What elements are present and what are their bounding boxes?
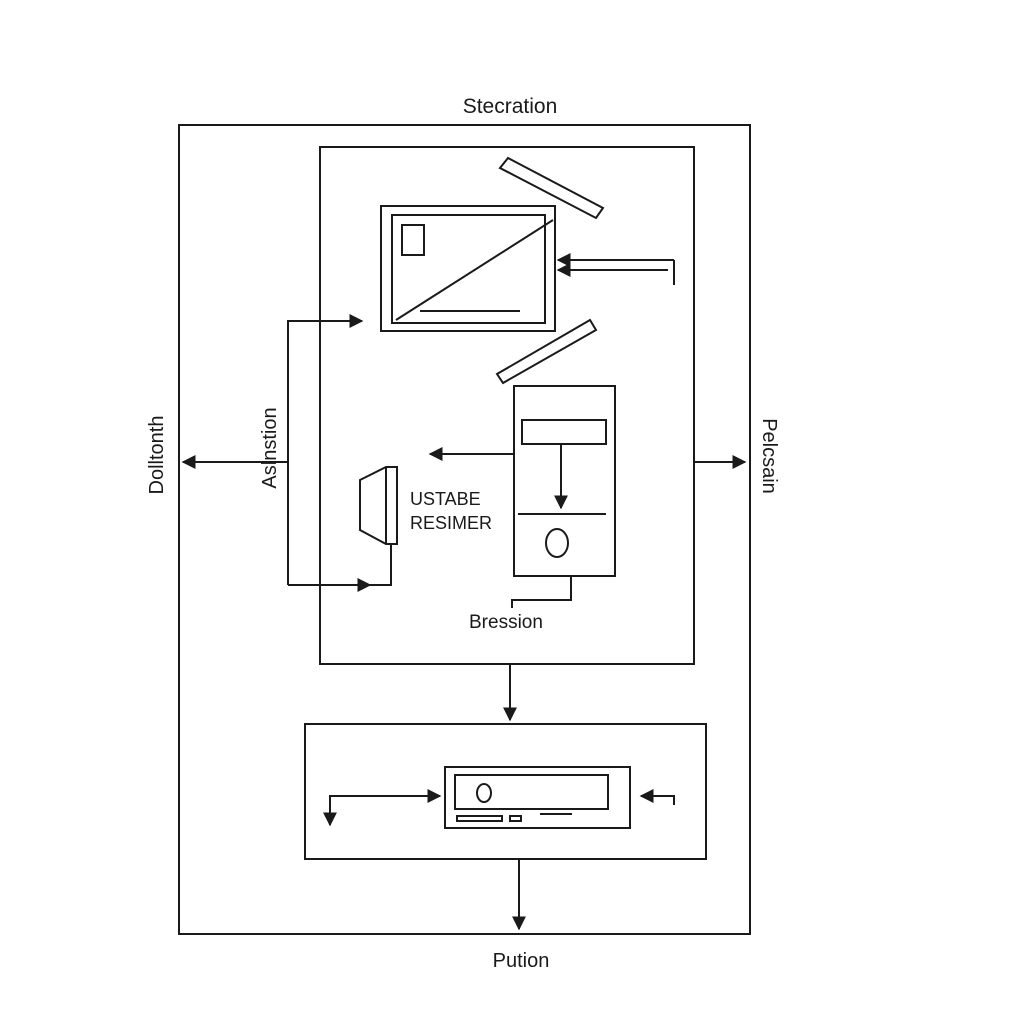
monitor-unit	[380, 205, 556, 332]
slanted-plate-top	[498, 156, 605, 220]
outer-frame	[178, 124, 751, 935]
label-left-outer: Dolltonth	[146, 415, 168, 495]
drive-left-arrow	[323, 789, 442, 827]
slanted-plate-middle	[495, 318, 598, 385]
label-device-line1: USTABE	[410, 489, 481, 509]
drive-unit	[444, 766, 631, 829]
label-left-inner: Aslnstion	[259, 407, 281, 489]
inner-top-box	[319, 146, 695, 665]
label-inner-bottom: Bression	[469, 612, 543, 633]
label-top: Stecration	[462, 95, 558, 118]
feed-arrows	[556, 253, 675, 285]
left-loop-connector	[287, 314, 392, 592]
label-right-outer: Pelcsain	[758, 418, 780, 494]
drive-right-arrow	[639, 789, 675, 805]
label-device-line2: RESIMER	[410, 513, 493, 533]
tower-unit	[511, 385, 616, 608]
label-bottom: Pution	[492, 950, 550, 972]
inner-bottom-box	[304, 723, 707, 860]
reader-device	[359, 466, 398, 545]
